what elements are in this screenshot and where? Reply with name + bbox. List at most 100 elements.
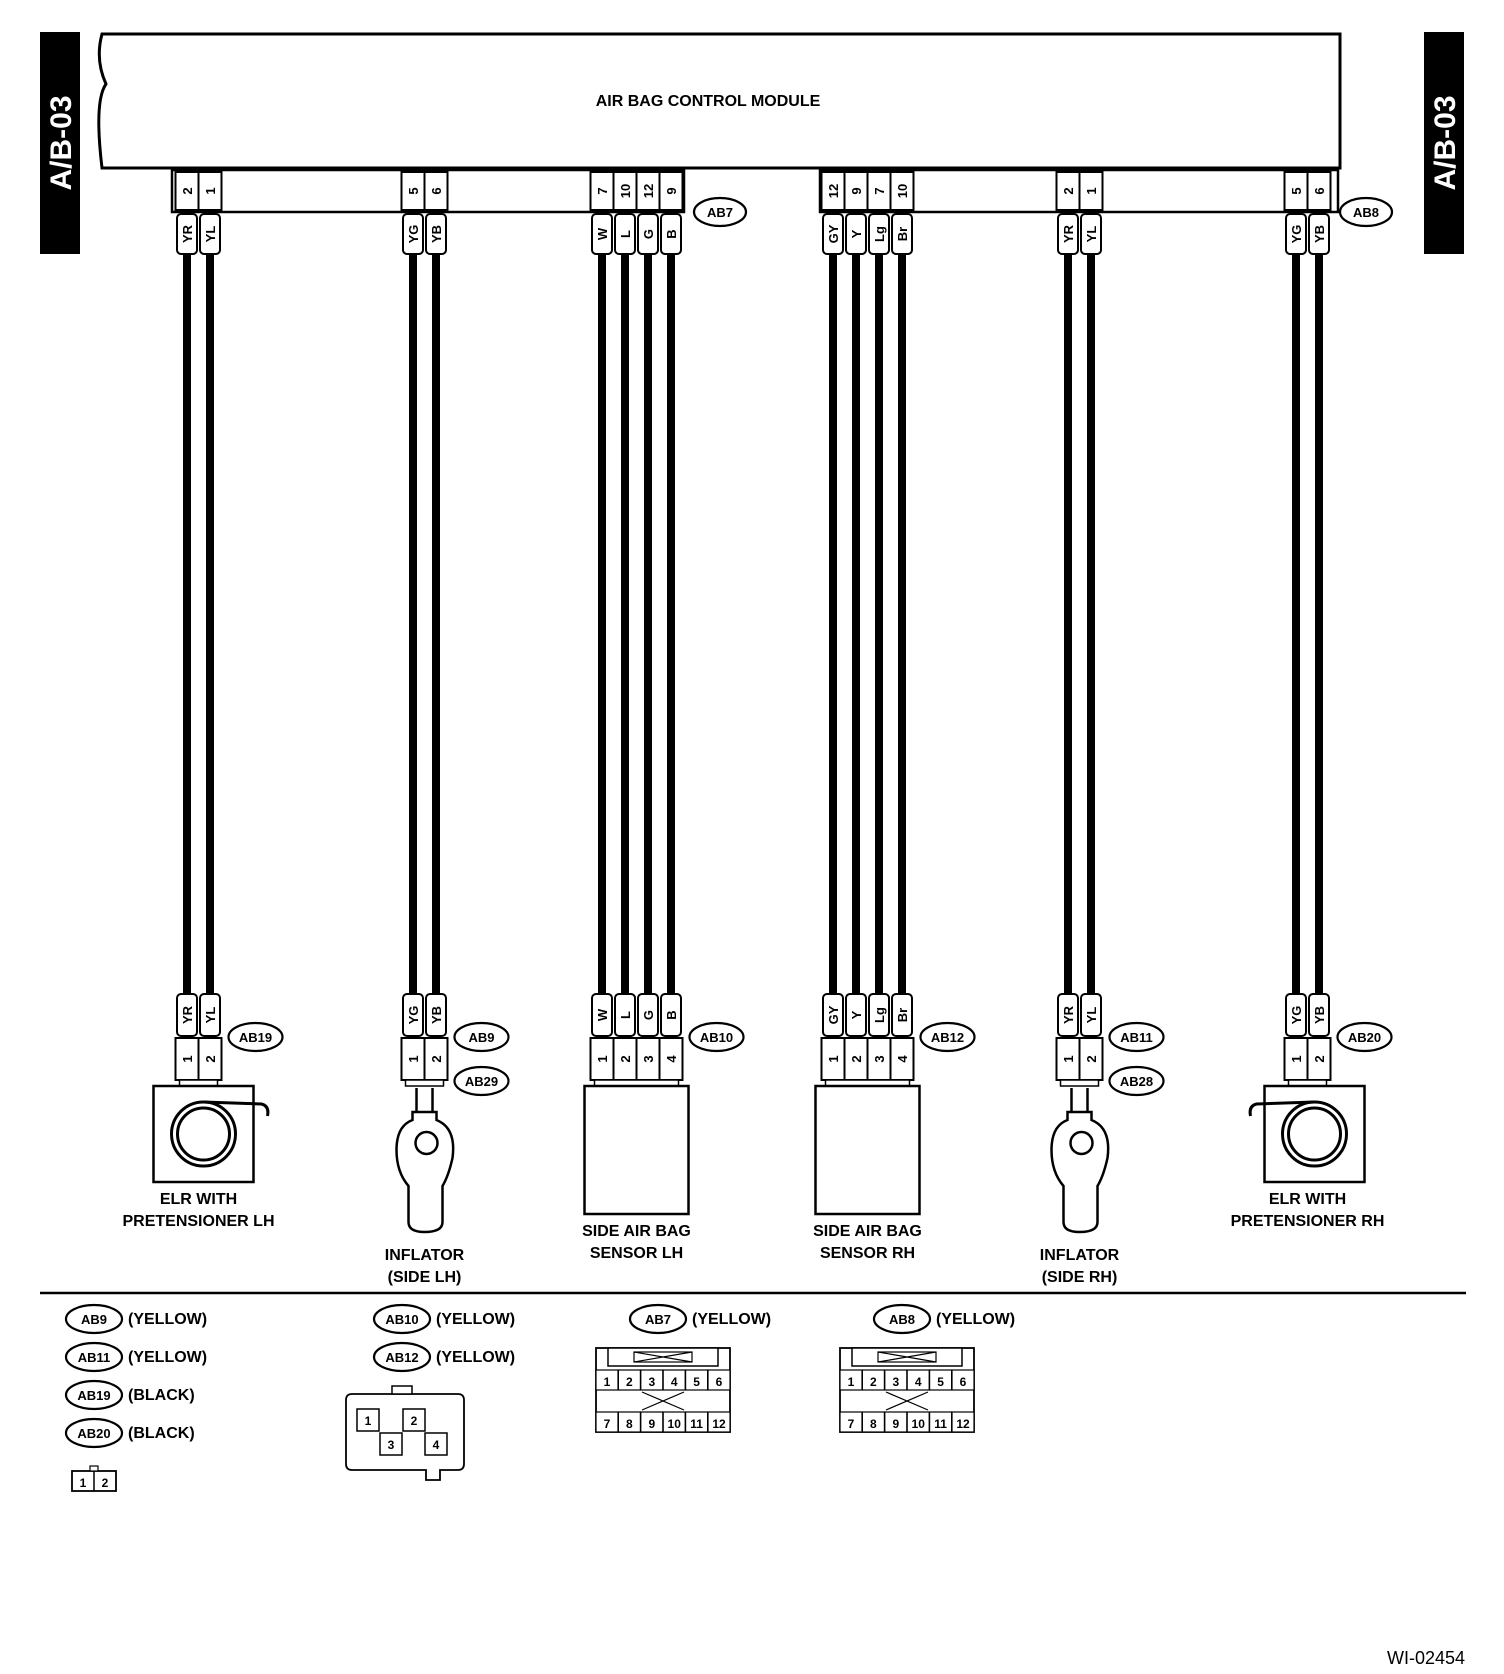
device-connector-label: AB20 <box>1348 1030 1381 1045</box>
elr-belt <box>203 1100 270 1117</box>
wire-color-tag <box>1285 993 1307 1037</box>
legend-connector-oval <box>64 1417 124 1449</box>
legend-connector-label: AB9 <box>81 1312 107 1327</box>
module-pin-number: 9 <box>664 187 679 194</box>
device-connector-label: AB28 <box>1120 1074 1153 1089</box>
legend-face-pin: 6 <box>716 1375 723 1389</box>
device-connector-oval <box>1108 1065 1165 1097</box>
device-name-line: (SIDE RH) <box>1042 1269 1118 1286</box>
wire <box>409 254 417 994</box>
legend-pin-cell <box>951 1369 975 1391</box>
device-pin-number: 2 <box>203 1055 218 1062</box>
module-pin-number: 1 <box>1084 187 1099 194</box>
module-pin-number: 1 <box>203 187 218 194</box>
pin-block-base <box>1059 1079 1100 1087</box>
wire-color-label: B <box>664 229 679 238</box>
legend-face-pin: 11 <box>934 1417 947 1431</box>
wire-color-label: YB <box>1312 1006 1327 1024</box>
wire <box>667 254 675 994</box>
wire-color-label: YL <box>203 1007 218 1024</box>
legend-connector-oval <box>64 1303 124 1335</box>
wire-color-label: YB <box>1312 225 1327 243</box>
wire-color-label: GY <box>826 1005 841 1024</box>
legend-color: (YELLOW) <box>128 1311 207 1328</box>
wire-color-tag <box>425 993 447 1037</box>
legend-face-pin: 8 <box>870 1417 877 1431</box>
side-tab-left-label: A/B-03 <box>45 95 78 190</box>
elr-belt <box>1248 1100 1315 1117</box>
legend-face-pin: 11 <box>690 1417 703 1431</box>
wire-color-label: YG <box>1289 1006 1304 1025</box>
device-connector-label: AB29 <box>465 1074 498 1089</box>
legend-color: (YELLOW) <box>692 1311 771 1328</box>
legend-face-pin: 3 <box>892 1375 899 1389</box>
control-module: AIR BAG CONTROL MODULE <box>97 32 1342 170</box>
legend-connector-oval <box>872 1303 932 1335</box>
wire-color-label: YR <box>180 1005 195 1024</box>
legend-face-pin: 3 <box>648 1375 655 1389</box>
module-pin-number: 7 <box>872 187 887 194</box>
wire-color-tag <box>402 993 424 1037</box>
device-pin-number: 3 <box>641 1055 656 1062</box>
device-pin-number: 2 <box>1084 1055 1099 1062</box>
wire <box>829 254 837 994</box>
legend-face-pin: 12 <box>712 1417 726 1431</box>
legend-connector-label: AB19 <box>77 1388 110 1403</box>
legend-connector-oval <box>372 1341 432 1373</box>
device-connector-oval <box>688 1021 745 1053</box>
legend-face-pin: 9 <box>648 1417 655 1431</box>
wire <box>1087 254 1095 994</box>
legend-face-pin: 10 <box>912 1417 926 1431</box>
legend-face-pin: 7 <box>848 1417 855 1431</box>
module-title: AIR BAG CONTROL MODULE <box>596 93 821 110</box>
device-pin-number: 1 <box>1289 1055 1304 1062</box>
module-pin-number: 12 <box>641 184 656 198</box>
inflator-stem <box>1070 1088 1089 1112</box>
inflator-body <box>1050 1110 1110 1234</box>
legend-connector-label: AB10 <box>385 1312 418 1327</box>
wire-color-label: GY <box>826 224 841 243</box>
legend-face-pin: 4 <box>671 1375 678 1389</box>
legend-face-pin: 12 <box>956 1417 970 1431</box>
wire-color-tag <box>637 993 659 1037</box>
device-name-line: SENSOR LH <box>590 1245 683 1262</box>
wire-color-label: Lg <box>872 226 887 242</box>
device-name-line: SENSOR RH <box>820 1245 915 1262</box>
legend-connector-label: AB20 <box>77 1426 110 1441</box>
inflator-stem <box>415 1088 434 1112</box>
wire-color-label: YL <box>203 226 218 243</box>
wire-color-label: G <box>641 229 656 239</box>
connector-ab8-label: AB8 <box>1353 205 1379 220</box>
legend-connector-oval <box>628 1303 688 1335</box>
legend-connector-label: AB12 <box>385 1350 418 1365</box>
device-name-line: SIDE AIR BAG <box>582 1223 691 1240</box>
device-pin-number: 3 <box>872 1055 887 1062</box>
module-pin-number: 5 <box>406 187 421 194</box>
module-pin-number: 10 <box>618 184 633 198</box>
wire-color-tag <box>660 993 682 1037</box>
legend-connector-label: AB7 <box>645 1312 671 1327</box>
side-tab-right-label: A/B-03 <box>1429 95 1462 190</box>
legend-color: (BLACK) <box>128 1425 195 1442</box>
device-pin-number: 4 <box>895 1055 910 1063</box>
wire-color-label: YG <box>1289 225 1304 244</box>
inflator-hole <box>414 1130 439 1156</box>
legend-face-pin: 5 <box>937 1375 944 1389</box>
device-pin-number: 1 <box>826 1055 841 1062</box>
diagram-content: 2YRYR1YLYL5YGYG6YBYB7WW10LL12GG9BB12GYGY… <box>122 171 1394 1286</box>
wire-color-tag <box>1080 993 1102 1037</box>
wire-color-label: YL <box>1084 1007 1099 1024</box>
legend-pin-cell <box>402 1408 426 1432</box>
side-tab-left: A/B-03 <box>40 32 80 254</box>
legend-face-pin: 1 <box>848 1375 855 1389</box>
wire-color-tag <box>199 993 221 1037</box>
wire-color-label: G <box>641 1010 656 1020</box>
device-connector-oval <box>453 1021 510 1053</box>
legend-pin-cell <box>379 1432 403 1456</box>
